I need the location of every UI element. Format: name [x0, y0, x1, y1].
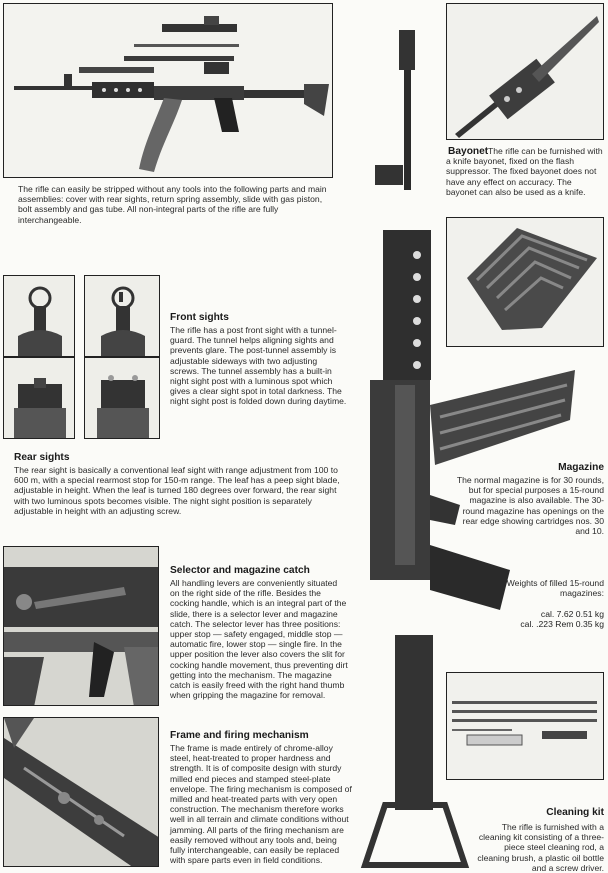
- magazine-weights-heading: Weights of filled 15-round magazines:: [506, 578, 604, 599]
- front-sights-text: The rifle has a post front sight with a …: [170, 325, 347, 407]
- weight-label: cal. .223 Rem: [520, 619, 574, 630]
- stripped-rifle-photo: [3, 3, 333, 178]
- bayonet-title: Bayonet: [448, 146, 489, 157]
- magazine-weights-table: cal. 7.62 0.51 kg cal. .223 Rem 0.35 kg: [490, 609, 604, 629]
- front-sights-title: Front sights: [170, 312, 229, 323]
- bayonet-text: The rifle can be furnished with a knife …: [446, 146, 603, 197]
- rear-sights-text: The rear sight is basically a convention…: [14, 465, 340, 516]
- selector-photo: [3, 546, 159, 706]
- magazine-text: The normal magazine is for 30 rounds, bu…: [456, 475, 604, 537]
- front-sight-photo-1: [3, 275, 75, 357]
- magazine-photo: [446, 217, 604, 347]
- rifle-vertical-photo: [335, 25, 575, 870]
- selector-title: Selector and magazine catch: [170, 565, 310, 576]
- weight-label: cal. 7.62: [540, 609, 574, 619]
- front-sight-photo-2: [84, 275, 160, 357]
- bayonet-photo: [446, 3, 604, 140]
- stripping-text: The rifle can easily be stripped without…: [18, 184, 327, 225]
- magazine-weight-row: cal. 7.62 0.51 kg: [490, 609, 604, 619]
- cleaning-kit-photo: [446, 672, 604, 780]
- magazine-weight-row: cal. .223 Rem 0.35 kg: [490, 619, 604, 629]
- frame-text: The frame is made entirely of chrome-all…: [170, 743, 352, 866]
- frame-photo: [3, 717, 159, 867]
- rear-sight-photo-1: [3, 357, 75, 439]
- cleaning-text: The rifle is furnished with a cleaning k…: [477, 822, 604, 873]
- weight-value: 0.35 kg: [575, 619, 604, 630]
- weight-value: 0.51 kg: [575, 609, 604, 619]
- rear-sight-photo-2: [84, 357, 160, 439]
- frame-title: Frame and firing mechanism: [170, 730, 309, 741]
- rear-sights-title: Rear sights: [14, 452, 70, 463]
- cleaning-title: Cleaning kit: [546, 807, 604, 818]
- selector-text: All handling levers are conveniently sit…: [170, 578, 348, 701]
- magazine-title: Magazine: [558, 462, 604, 473]
